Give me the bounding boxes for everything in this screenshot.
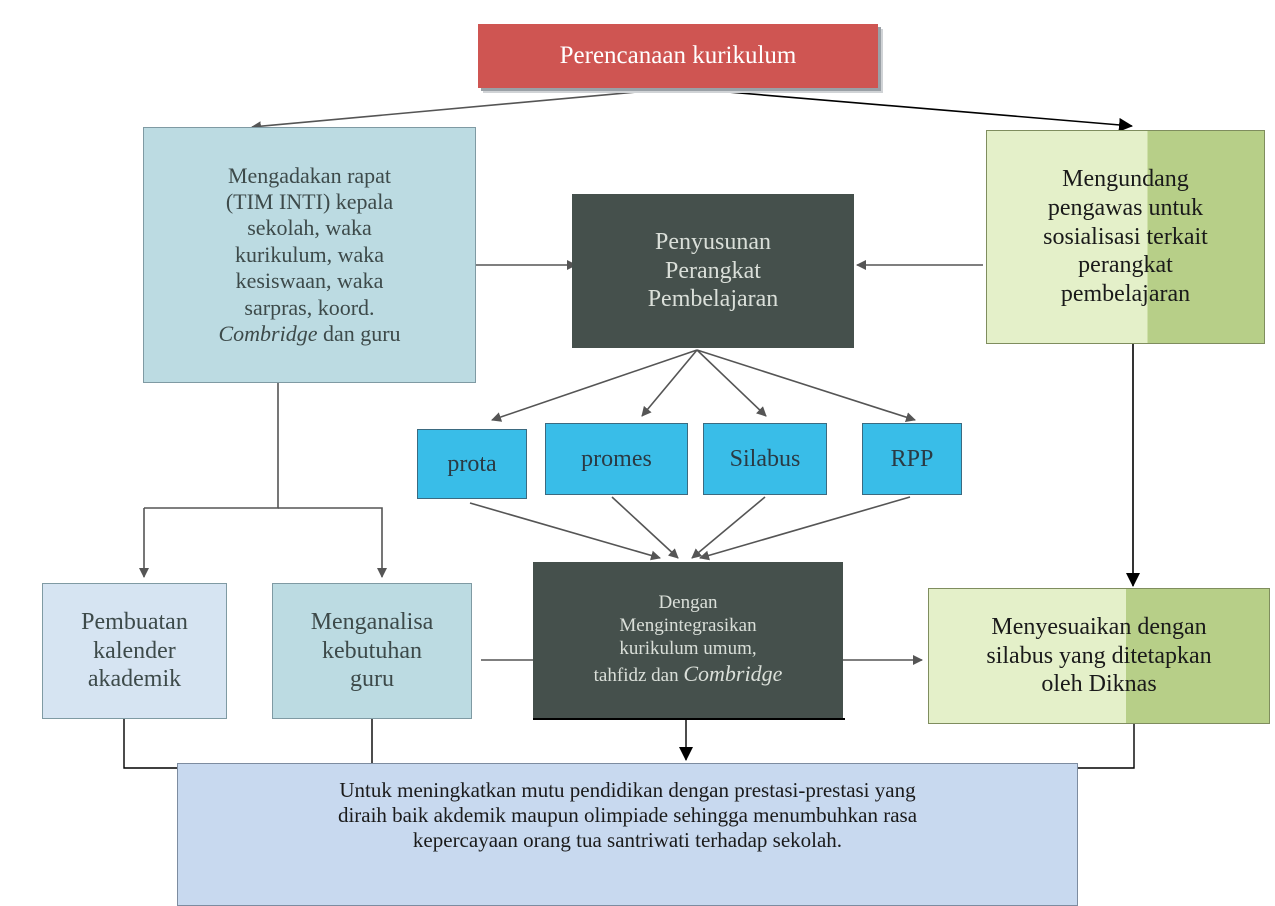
arrow-to-analisa — [278, 507, 387, 578]
title-perencanaan-kurikulum: Perencanaan kurikulum — [478, 24, 878, 88]
arrow-susun-to-rpp — [696, 349, 916, 423]
arrow-title-to-rapat — [251, 87, 681, 132]
title-label: Perencanaan kurikulum — [559, 42, 797, 69]
node-prota-label: prota — [447, 450, 497, 477]
node-silabus: Silabus — [703, 423, 827, 495]
connector-rapat-branch — [144, 383, 279, 509]
node-rpp-label: RPP — [890, 445, 934, 472]
node-susun-label: Penyusunan Perangkat Pembelajaran — [647, 228, 779, 313]
node-undang-label: Mengundang pengawas untuk sosialisasi te… — [1043, 166, 1208, 308]
node-rapat-tim-inti: Mengadakan rapat (TIM INTI) kepala sekol… — [143, 127, 476, 383]
node-menganalisa-kebutuhan: Menganalisa kebutuhan guru — [272, 583, 472, 719]
arrow-silabus-to-integ — [691, 496, 766, 559]
node-rpp: RPP — [862, 423, 962, 495]
bottom-collector-left — [123, 719, 1135, 769]
node-menyesuaikan-silabus: Menyesuaikan dengan silabus yang ditetap… — [928, 588, 1270, 724]
node-promes: promes — [545, 423, 688, 495]
node-integ-label: Dengan Mengintegrasikan kurikulum umum, … — [593, 592, 783, 686]
node-silabus-label: Silabus — [729, 445, 801, 472]
arrow-susun-to-silabus — [696, 349, 767, 417]
node-promes-label: promes — [581, 445, 652, 472]
node-prota: prota — [417, 429, 527, 499]
node-tujuan-akhir: Untuk meningkatkan mutu pendidikan denga… — [177, 763, 1078, 906]
arrow-title-to-undang — [679, 87, 1133, 132]
node-final-label: Untuk meningkatkan mutu pendidikan denga… — [337, 778, 918, 853]
node-mengundang-pengawas: Mengundang pengawas untuk sosialisasi te… — [986, 130, 1265, 344]
node-pembuatan-kalender: Pembuatan kalender akademik — [42, 583, 227, 719]
node-sesuai-label: Menyesuaikan dengan silabus yang ditetap… — [986, 613, 1212, 698]
node-mengintegrasikan-kurikulum: Dengan Mengintegrasikan kurikulum umum, … — [533, 562, 843, 718]
node-kalender-label: Pembuatan kalender akademik — [81, 608, 188, 693]
node-penyusunan-perangkat: Penyusunan Perangkat Pembelajaran — [572, 194, 854, 348]
arrow-susun-to-promes — [641, 349, 698, 417]
arrow-rpp-to-integ — [699, 496, 911, 561]
node-rapat-label: Mengadakan rapat (TIM INTI) kepala sekol… — [218, 162, 401, 346]
arrow-prota-to-integ — [469, 502, 661, 561]
arrow-susun-to-prota — [491, 349, 698, 422]
arrow-promes-to-integ — [611, 496, 679, 559]
node-analisa-label: Menganalisa kebutuhan guru — [310, 608, 434, 693]
